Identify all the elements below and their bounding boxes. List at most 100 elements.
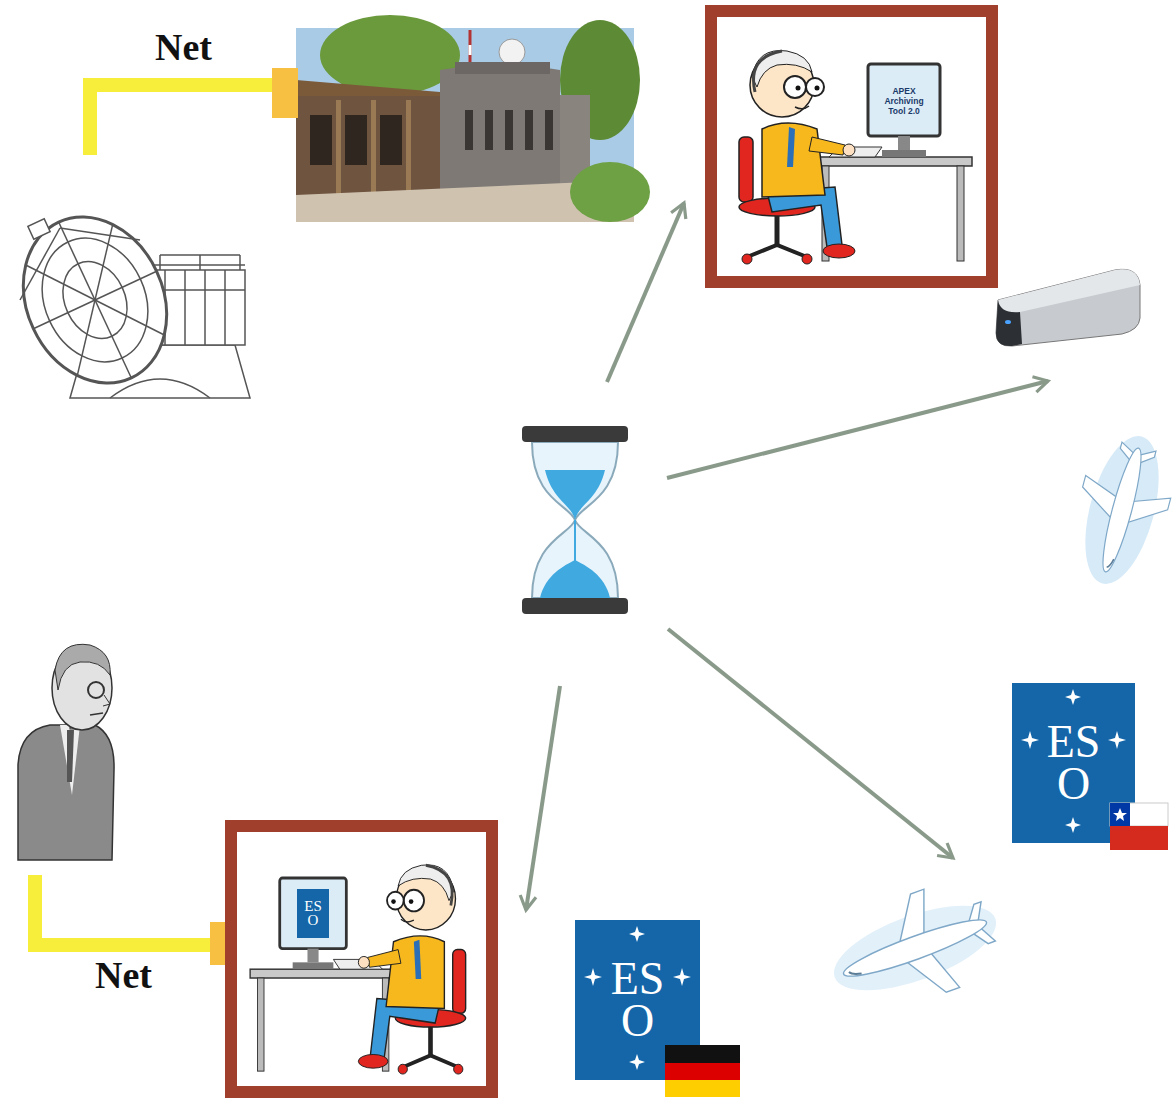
observatory-photo [525, 110, 533, 150]
flow-arrow [526, 686, 560, 910]
picture-frame-ground [237, 832, 486, 1086]
eso-logo-ground [1065, 689, 1081, 705]
observatory-photo [310, 115, 332, 165]
radio-telescope [20, 228, 60, 300]
observatory-photo [465, 110, 473, 150]
logo-text: ESO [1044, 721, 1104, 806]
airplane [849, 968, 862, 977]
hourglass [574, 520, 576, 562]
hard-drive [998, 269, 1140, 312]
observatory-photo [505, 110, 513, 150]
radio-telescope [184, 270, 186, 345]
observatory-photo [371, 100, 376, 196]
airplane [817, 870, 1013, 1027]
observatory-photo [296, 96, 446, 196]
text-slot: ESO [1012, 701, 1135, 825]
network-cable [272, 68, 298, 118]
screen-logo [297, 889, 329, 938]
radio-telescope [0, 193, 250, 406]
radio-telescope [0, 193, 193, 406]
airplane [824, 888, 1007, 1007]
radio-telescope [0, 193, 193, 406]
scientist-figure [55, 644, 110, 690]
scientist-figure [60, 725, 80, 795]
chile-flag [1110, 803, 1168, 850]
archiving-workstation: APEX Archiving Tool 2.0 [705, 5, 998, 288]
hourglass [532, 442, 618, 598]
observatory-photo [485, 110, 493, 150]
chile-flag [1110, 803, 1168, 826]
observatory-photo [570, 162, 650, 222]
flow-arrow [526, 203, 1048, 910]
scientist-figure [88, 682, 104, 698]
scientist-figure [67, 730, 74, 782]
text-slot: ESO [575, 938, 700, 1062]
hard-drive [1005, 320, 1011, 324]
observatory-photo [380, 115, 402, 165]
flow-arrow [668, 629, 953, 858]
operator-cartoon [739, 51, 972, 264]
observatory-photo [345, 115, 367, 165]
chile-flag [1113, 808, 1127, 821]
text-slot: ESO [297, 889, 329, 938]
germany-flag [665, 1080, 740, 1097]
flow-arrow [667, 381, 1048, 478]
chile-flag [1110, 826, 1168, 850]
network-cable [90, 85, 280, 155]
hard-drive [996, 269, 1140, 346]
eso-workstation: ESO [225, 820, 498, 1098]
screen-text: APEX Archiving Tool 2.0 [876, 87, 932, 116]
hourglass [522, 426, 628, 442]
eso-logo-ground [629, 926, 645, 942]
airplane [1096, 446, 1148, 575]
scientist-figure [18, 725, 114, 860]
observatory-photo [499, 39, 525, 65]
network-label: Net [95, 954, 152, 998]
eso-logo-ground [673, 968, 691, 986]
hourglass [540, 560, 610, 598]
radio-telescope [26, 224, 165, 375]
hourglass [522, 598, 628, 614]
radio-telescope [204, 270, 206, 345]
eso-logo-ground [1012, 683, 1135, 843]
radio-telescope [60, 228, 140, 240]
operator-cartoon [250, 865, 466, 1074]
observatory-photo [320, 15, 460, 95]
observatory-photo [296, 15, 650, 222]
radio-telescope [23, 221, 168, 379]
text-slot: APEX Archiving Tool 2.0 [876, 73, 932, 131]
chile-flag [1110, 803, 1130, 826]
hard-drive [996, 300, 1022, 346]
airplane [1071, 428, 1172, 591]
observatory-photo [469, 45, 472, 55]
airplane [1107, 558, 1114, 569]
radio-telescope [224, 270, 226, 345]
observatory-photo [336, 100, 341, 196]
logo-text: ESO [608, 958, 668, 1043]
hourglass [522, 426, 628, 614]
airplane [840, 911, 991, 984]
network-cable [210, 922, 226, 965]
network-label: Net [155, 26, 212, 70]
radio-telescope [28, 219, 50, 239]
picture-frame-ground [717, 17, 986, 276]
eso-logo-ground [1065, 817, 1081, 833]
observatory-photo [545, 110, 553, 150]
germany-flag [665, 1063, 740, 1080]
eso-logo-ground [584, 968, 602, 986]
germany-flag [665, 1045, 740, 1063]
scientist-figure [90, 713, 103, 715]
eso-logo-ground [575, 683, 1135, 1080]
eso-chile-logo: ESO [1012, 683, 1135, 843]
logo-text: ESO [303, 900, 323, 928]
eso-logo-ground [1021, 731, 1039, 749]
observatory-photo [440, 65, 560, 200]
radio-telescope [26, 224, 165, 375]
flow-arrow [607, 203, 684, 382]
eso-logo-ground [629, 1054, 645, 1070]
eso-germany-logo: ESO [575, 920, 700, 1080]
germany-flag [665, 1045, 740, 1097]
airplane [1060, 425, 1173, 595]
